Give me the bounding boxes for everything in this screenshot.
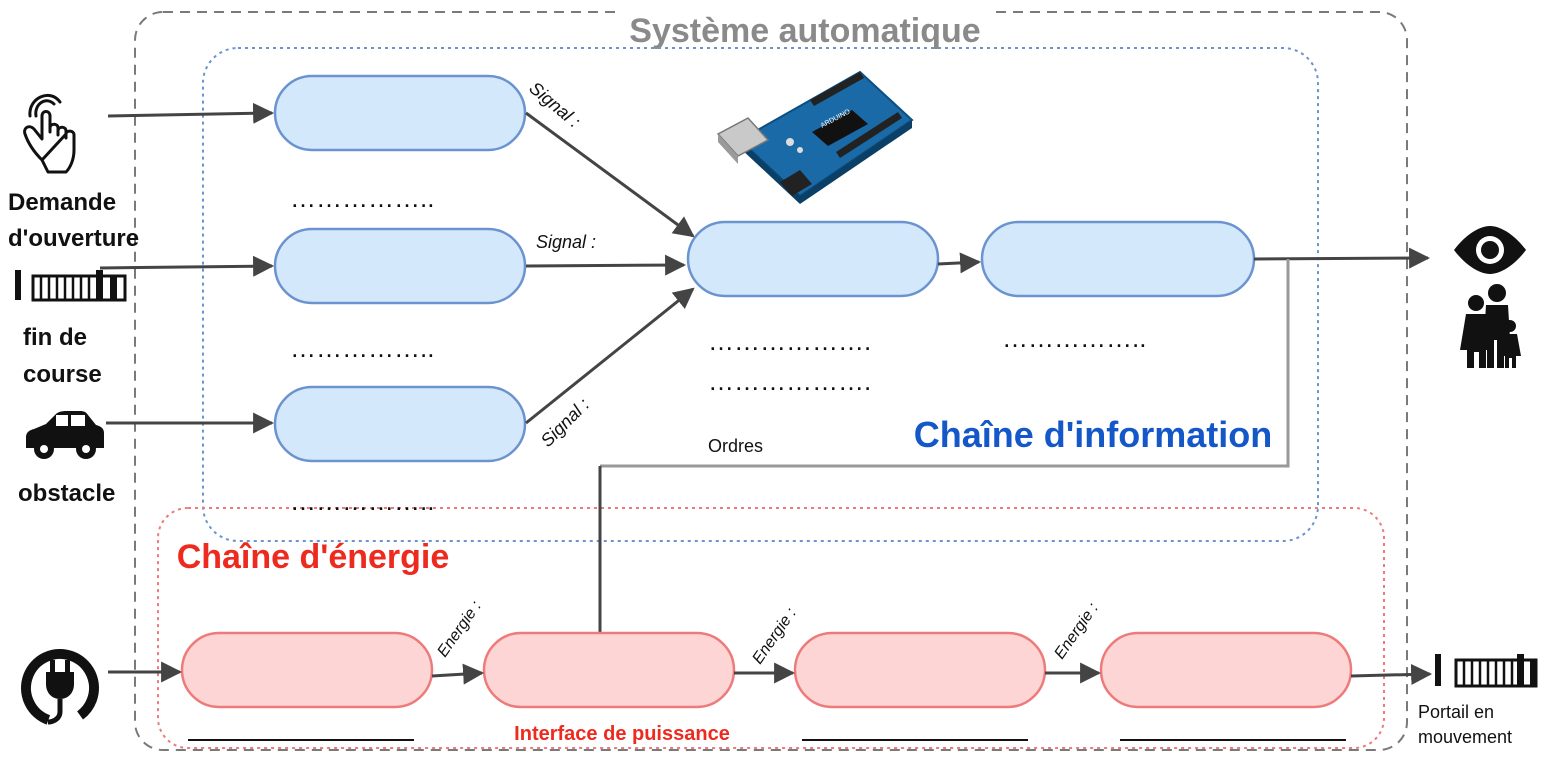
- eye-icon: [1454, 226, 1526, 274]
- process-box: [686, 220, 940, 298]
- placeholder-dots-1: ……………..: [290, 183, 434, 213]
- arrow-to-gate: [1350, 663, 1433, 685]
- energy-box-4: [1099, 631, 1353, 709]
- output-label-1: Portail en: [1418, 702, 1494, 722]
- end-stop-label-1: fin de: [23, 324, 87, 351]
- demand-label-2: d'ouverture: [8, 225, 139, 252]
- power-plug-icon: [21, 649, 99, 727]
- arrow-signal-3: [525, 287, 695, 425]
- energy-label-1: Energie :: [434, 598, 485, 660]
- system-frame: [134, 11, 1408, 751]
- arrow-to-user: [1253, 247, 1431, 269]
- signal-label-3: Signal :: [537, 394, 594, 451]
- signal-label-1: Signal :: [525, 78, 584, 132]
- family-icon: [1460, 284, 1521, 368]
- energy-label-2: Energie :: [749, 605, 800, 667]
- placeholder-dots-6: ……………..: [1002, 323, 1146, 353]
- acquire-box-1: [273, 74, 527, 152]
- info-chain-frame: [202, 47, 1319, 542]
- orders-line: [600, 259, 1290, 468]
- end-stop-label-2: course: [23, 361, 102, 388]
- gate-icon: [15, 270, 127, 302]
- signal-label-2: Signal :: [536, 232, 596, 252]
- energy-box-3: [793, 631, 1047, 709]
- energy-chain-title: Chaîne d'énergie: [177, 538, 450, 576]
- energy-label-3: Energie :: [1051, 600, 1102, 662]
- energy-box-2: [482, 631, 736, 709]
- arrow-signal-1: [525, 111, 695, 238]
- energy-box-1: [180, 631, 434, 709]
- arrow-demand: [107, 102, 275, 124]
- acquire-box-3: [273, 385, 527, 463]
- arrow-signal-2: [525, 254, 687, 276]
- gate-output-icon: [1435, 654, 1538, 688]
- arrow-end-stop: [99, 255, 275, 277]
- placeholder-dots-2: ……………..: [290, 333, 434, 363]
- placeholder-dots-5: ……………….: [708, 366, 871, 396]
- obstacle-label: obstacle: [18, 480, 115, 507]
- placeholder-dots-3: ……………..: [290, 486, 434, 516]
- output-label-2: mouvement: [1418, 727, 1512, 747]
- arrow-process-to-communicate: [937, 252, 982, 274]
- placeholder-dots-4: ……………….: [708, 326, 871, 356]
- orders-label: Ordres: [708, 436, 763, 456]
- interface-label: Interface de puissance: [514, 723, 730, 745]
- car-icon: [26, 411, 104, 459]
- acquire-box-2: [273, 227, 527, 305]
- arduino-board-icon: ARDUINO: [716, 70, 914, 204]
- demand-label-1: Demande: [8, 189, 116, 216]
- info-chain-title: Chaîne d'information: [914, 414, 1273, 455]
- system-title: Système automatique: [629, 12, 980, 50]
- energy-chain-frame: [157, 507, 1385, 749]
- communicate-box: [980, 220, 1256, 298]
- hand-pointer-icon: [23, 94, 76, 174]
- arrow-energy-1: [431, 663, 485, 685]
